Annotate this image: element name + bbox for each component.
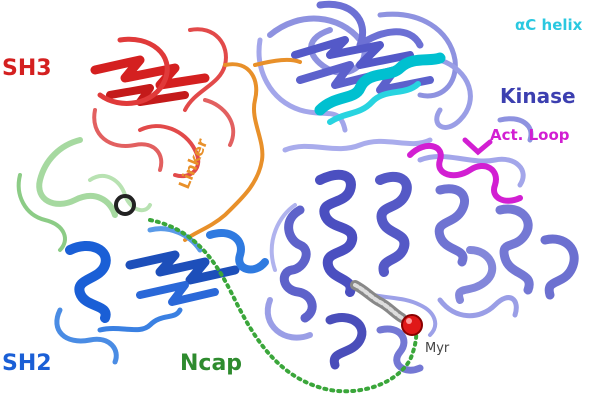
myr-label: Myr [425,341,450,356]
myristoyl-head [401,314,423,336]
myristoyl-group [350,280,423,336]
ncap-chain-ribbon [16,137,152,252]
ncap-label: Ncap [180,351,242,376]
kinase-domain-ribbon [256,0,579,374]
ncap-dotted-path [148,218,419,394]
linker-ribbon [183,57,302,242]
ac-helix-ribbon [314,52,446,125]
activation-loop-ribbon [407,137,523,204]
kinase-label: Kinase [500,84,576,108]
sh3-domain-ribbon [90,27,236,179]
ac-helix-label: αC helix [515,16,583,34]
act-loop-label: Act. Loop [490,126,570,144]
sh2-label: SH2 [2,351,52,376]
linker-label: Linker [175,135,212,191]
sh2-domain-ribbon [54,226,269,365]
sh3-label: SH3 [2,56,52,81]
